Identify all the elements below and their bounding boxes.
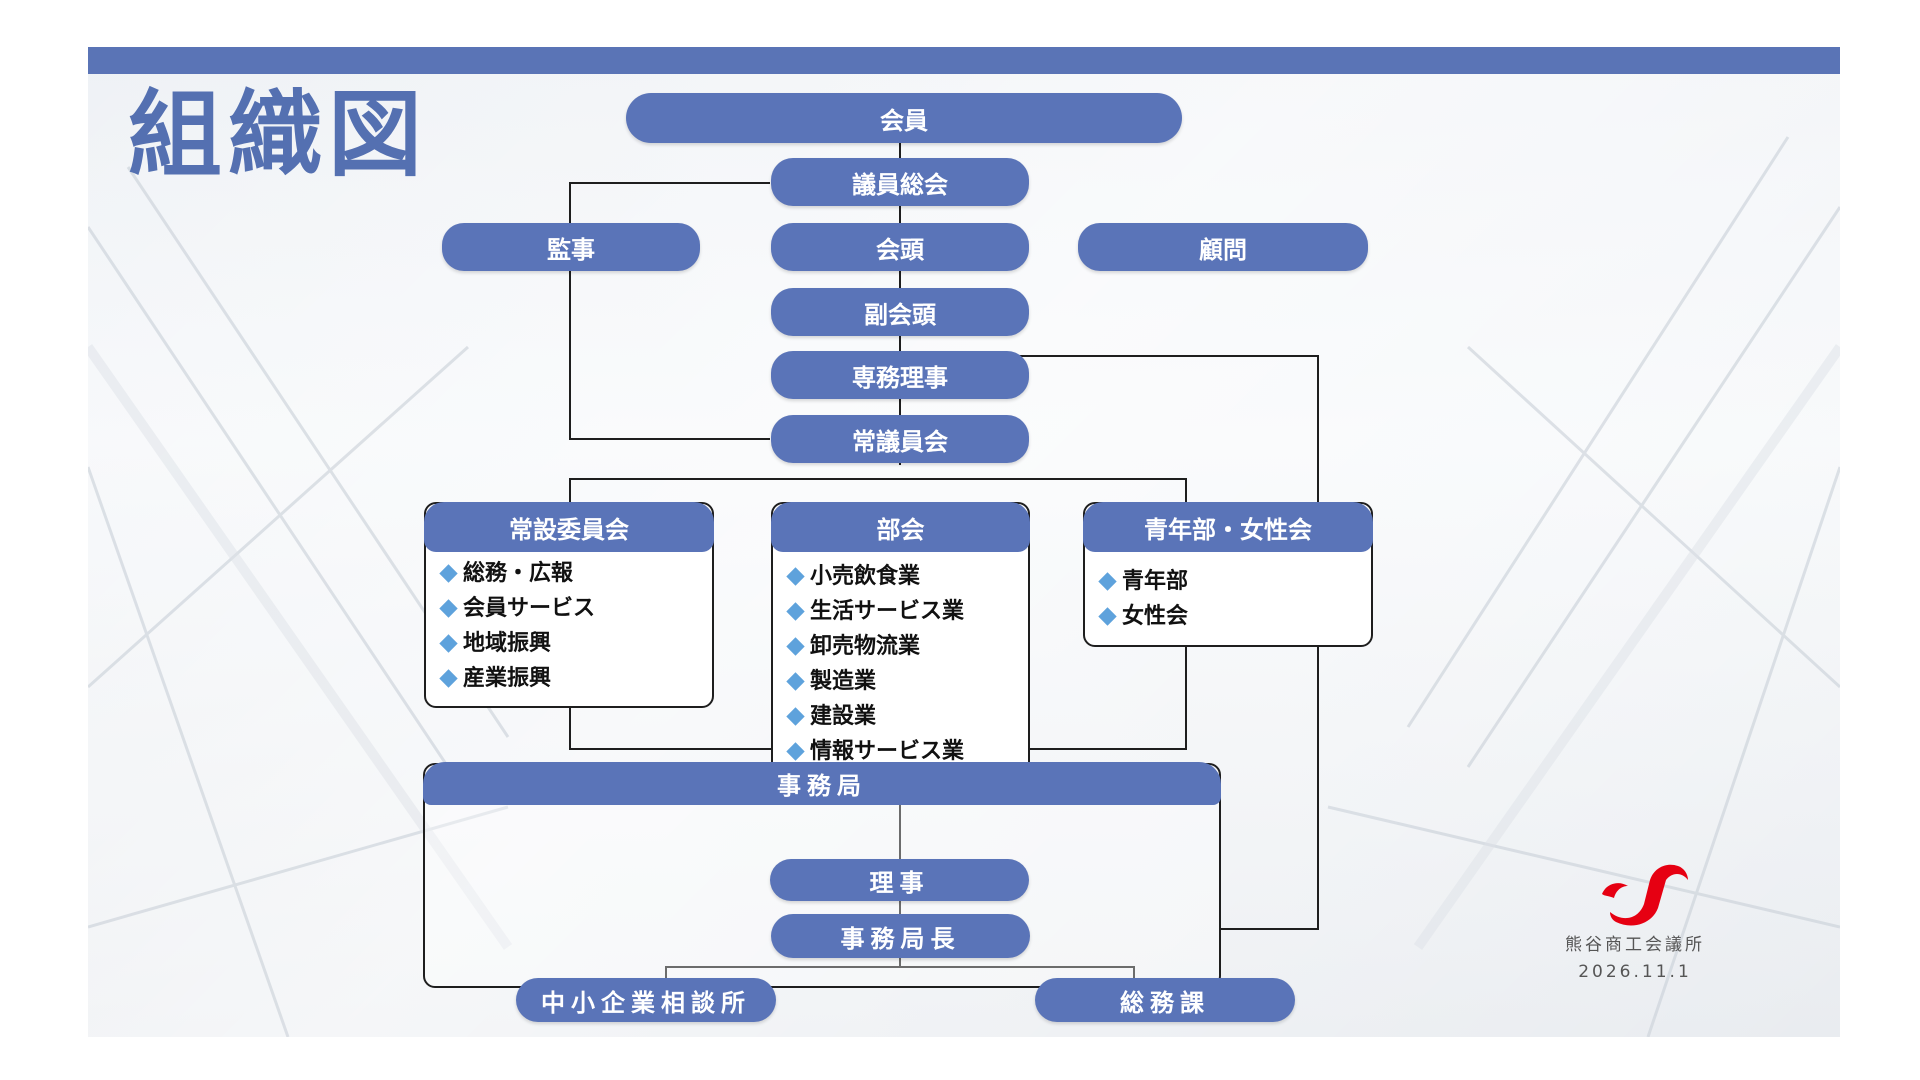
top-accent-bar <box>88 47 1840 74</box>
standing-committee-box: 常設委員会 総務・広報 会員サービス 地域振興 産業振興 <box>424 502 714 708</box>
auditor-node: 監事 <box>442 223 700 271</box>
sections-title: 部会 <box>771 502 1030 552</box>
diamond-bullet-icon <box>786 707 805 726</box>
vice-chairman-node: 副会頭 <box>771 288 1029 336</box>
list-item: 生活サービス業 <box>785 594 964 629</box>
general-affairs-node: 総務課 <box>1035 978 1295 1022</box>
standing-committee-title: 常設委員会 <box>424 502 714 552</box>
diamond-bullet-icon <box>786 567 805 586</box>
diamond-bullet-icon <box>786 672 805 691</box>
list-item: 情報サービス業 <box>785 734 964 769</box>
members-node: 会員 <box>626 93 1182 143</box>
chairman-node: 会頭 <box>771 223 1029 271</box>
director-node: 理事 <box>770 859 1029 901</box>
list-item: 産業振興 <box>438 661 595 696</box>
organization-name: 熊谷商工会議所 <box>1565 935 1705 955</box>
list-item: 卸売物流業 <box>785 629 964 664</box>
advisor-node: 顧問 <box>1078 223 1368 271</box>
diamond-bullet-icon <box>439 564 458 583</box>
diamond-bullet-icon <box>439 634 458 653</box>
background-pattern <box>88 136 1840 1037</box>
list-item: 女性会 <box>1097 599 1188 634</box>
secretariat-title: 事務局 <box>423 762 1221 805</box>
youth-women-box: 青年部・女性会 青年部 女性会 <box>1083 502 1373 647</box>
secretary-general-node: 事務局長 <box>771 914 1030 958</box>
list-item: 製造業 <box>785 664 964 699</box>
sections-list: 小売飲食業 生活サービス業 卸売物流業 製造業 建設業 情報サービス業 <box>785 559 964 769</box>
sme-consultation-node: 中小企業相談所 <box>516 978 776 1022</box>
list-item: 総務・広報 <box>438 556 595 591</box>
page-title: 組織図 <box>128 81 429 190</box>
list-item: 会員サービス <box>438 591 595 626</box>
diamond-bullet-icon <box>786 602 805 621</box>
diamond-bullet-icon <box>1098 572 1117 591</box>
youth-women-title: 青年部・女性会 <box>1083 502 1373 552</box>
standing-council-node: 常議員会 <box>771 415 1029 463</box>
list-item: 地域振興 <box>438 626 595 661</box>
list-item: 小売飲食業 <box>785 559 964 594</box>
diamond-bullet-icon <box>439 669 458 688</box>
diamond-bullet-icon <box>1098 607 1117 626</box>
list-item: 建設業 <box>785 699 964 734</box>
list-item: 青年部 <box>1097 564 1188 599</box>
youth-women-list: 青年部 女性会 <box>1097 564 1188 634</box>
diamond-bullet-icon <box>786 742 805 761</box>
date-label: 2026.11.1 <box>1578 962 1692 982</box>
general-assembly-node: 議員総会 <box>771 158 1029 206</box>
managing-director-node: 専務理事 <box>771 351 1029 399</box>
sections-box: 部会 小売飲食業 生活サービス業 卸売物流業 製造業 建設業 情報サービス業 <box>771 502 1030 779</box>
diamond-bullet-icon <box>786 637 805 656</box>
standing-committee-list: 総務・広報 会員サービス 地域振興 産業振興 <box>438 556 595 696</box>
diamond-bullet-icon <box>439 599 458 618</box>
chamber-logo-icon <box>1602 864 1688 926</box>
